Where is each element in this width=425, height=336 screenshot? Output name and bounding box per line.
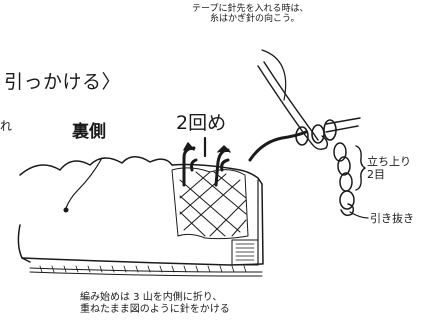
- slip-leader: [349, 211, 369, 219]
- tape-note-line-1: テープに針先を入れる時は、: [192, 4, 309, 14]
- hook-shaft: [325, 117, 361, 133]
- fabric-piece: [17, 156, 264, 277]
- hook-arrows: [182, 142, 231, 187]
- bottom-note: 編み始めは 3 山を内側に折り、 重ねたまま図のように針をかける: [80, 292, 230, 315]
- crochet-hook: [257, 61, 329, 151]
- tape-note-line-2: 糸はかぎ針の向こう。: [210, 14, 300, 25]
- bottom-note-line-1: 編み始めは 3 山を内側に折り、: [80, 292, 223, 303]
- left-fragment: れ: [0, 119, 13, 133]
- rise-brace: [355, 145, 366, 191]
- back-side-leader: [65, 157, 103, 209]
- rise-stitch-line-2: 2目: [367, 167, 385, 181]
- slip-stitch-label: 引き抜き: [370, 212, 414, 225]
- thread-end-dot: [63, 207, 69, 213]
- tape-note: テープに針先を入れる時は、 糸はかぎ針の向こう。: [192, 4, 308, 25]
- bottom-note-line-2: 重ねたまま図のように針をかける: [80, 303, 230, 315]
- tape-note-leader: [261, 49, 287, 101]
- rise-stitch-line-1: 立ち上り: [367, 155, 411, 168]
- heading-fragment: 引っかける〉: [4, 71, 122, 93]
- yarn-curve: [248, 130, 308, 162]
- folded-section-hatch: [171, 167, 249, 240]
- back-side-label: 裏側: [72, 122, 106, 142]
- chain-stitches: [333, 142, 355, 217]
- round-two-label: 2回め: [176, 112, 227, 134]
- rise-stitch-label: 立ち上り 2目: [367, 155, 411, 181]
